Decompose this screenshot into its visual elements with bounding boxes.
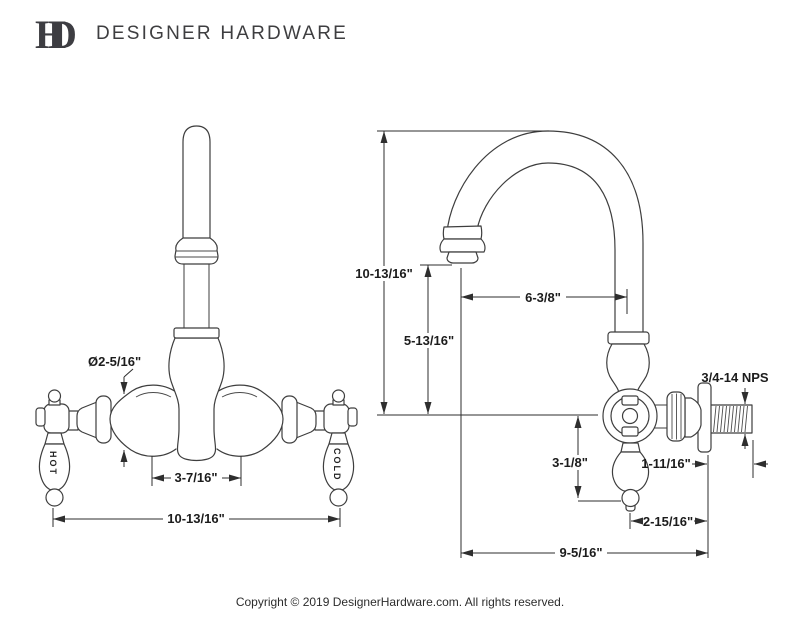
dim-handle-drop: 3-1/8" (548, 416, 621, 502)
hot-handle-stem (44, 432, 65, 445)
cold-handle-ball (329, 488, 348, 507)
dim-spout-reach-label: 6-3/8" (525, 290, 561, 305)
right-escutcheon (216, 384, 284, 457)
dim-overall-width: 10-13/16" (52, 508, 341, 527)
dim-faucet-centers-label: 3-7/16" (174, 470, 217, 485)
hot-label: HOT (48, 451, 58, 476)
brand-name: DESIGNER HARDWARE (96, 23, 349, 44)
left-stub-cap (35, 407, 46, 427)
spout-nozzle-band (442, 225, 483, 240)
dim-thread-spec-label: 3/4-14 NPS (701, 370, 769, 385)
side-handle-stem (620, 442, 641, 453)
right-valve-stub (323, 403, 350, 434)
monogram-letter-h: H (35, 12, 66, 56)
cold-handle-stem (328, 432, 349, 445)
side-handle[interactable] (611, 451, 650, 492)
dim-escutcheon-diameter-label: Ø2-5/16" (88, 354, 141, 369)
brand-header: D H DESIGNER HARDWARE (34, 12, 348, 56)
front-view-drawing: HOT COLD Ø2-5/16" 3-7/16" (35, 125, 358, 527)
right-arm-cone (295, 401, 317, 439)
side-view-drawing: 10-13/16" 5-13/16" 6-3/8" (352, 130, 769, 560)
dim-overall-height-label: 10-13/16" (355, 266, 412, 281)
dim-escutcheon-diameter: Ø2-5/16" (88, 354, 141, 467)
spout-riser (182, 125, 211, 239)
riser-flange (173, 327, 220, 339)
spout-aerator-rim (446, 251, 479, 264)
dim-thread-spec: 3/4-14 NPS (701, 370, 769, 449)
gooseneck-spout (446, 130, 644, 334)
dim-thread-length-label: 1-11/16" (641, 456, 691, 471)
copyright-notice: Copyright © 2019 DesignerHardware.com. A… (235, 595, 565, 609)
valve-stem-center (621, 407, 639, 425)
flange-cone (684, 397, 702, 438)
column-collar (607, 331, 650, 345)
hot-handle-ball (45, 488, 64, 507)
dim-handle-to-flange-label: 2-15/16" (643, 514, 693, 529)
dim-handle-to-flange: 2-15/16" (629, 513, 707, 529)
column-vase (606, 343, 650, 395)
dim-overall-height: 10-13/16" (352, 130, 549, 414)
dim-overall-depth-label: 9-5/16" (559, 545, 602, 560)
right-stub-cap (347, 407, 358, 427)
dim-faucet-centers: 3-7/16" (151, 456, 242, 486)
dim-spout-reach: 6-3/8" (461, 289, 628, 314)
nipple-threads (713, 405, 748, 433)
center-body (168, 337, 225, 462)
dim-overall-depth: 9-5/16" (460, 268, 708, 560)
cold-label: COLD (332, 448, 342, 482)
left-arm-cone (76, 401, 98, 439)
dim-aerator-to-base: 5-13/16" (400, 264, 458, 414)
left-valve-stub (43, 403, 70, 434)
left-escutcheon (109, 384, 177, 457)
spout-nozzle-bulge (439, 238, 486, 253)
dh-monogram-logo-icon: D H (35, 12, 77, 56)
side-handle-ball (621, 488, 640, 508)
dim-aerator-to-base-label: 5-13/16" (404, 333, 454, 348)
right-arm-ring (281, 395, 298, 444)
dim-handle-drop-label: 3-1/8" (552, 455, 588, 470)
dim-thread-length: 1-11/16" (641, 440, 768, 558)
left-stub-knob (47, 389, 62, 403)
right-stub-knob (331, 389, 346, 403)
left-arm-ring (95, 395, 112, 444)
monogram-letter-d: D (48, 12, 77, 56)
dim-overall-width-label: 10-13/16" (167, 511, 224, 526)
ribbed-nut (666, 391, 686, 442)
